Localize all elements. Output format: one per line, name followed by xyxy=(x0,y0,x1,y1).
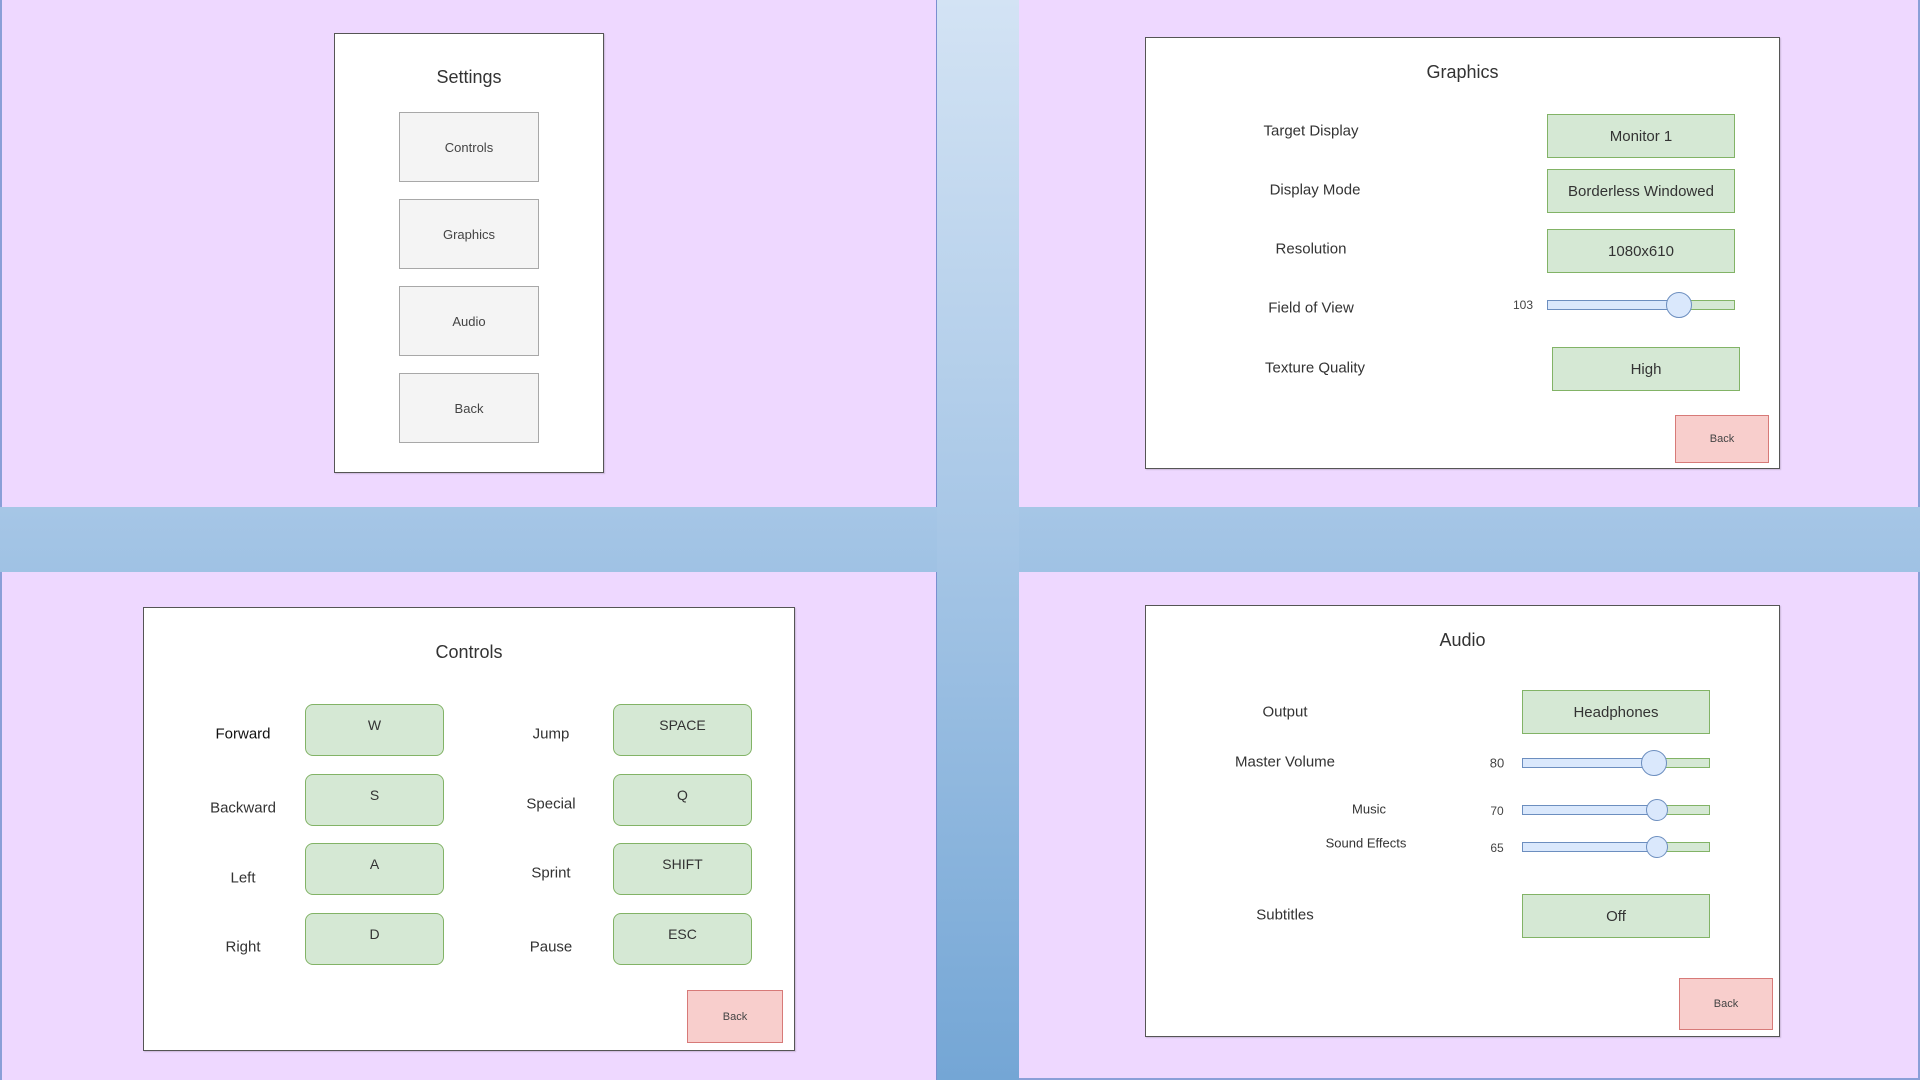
field-of-view-value: 103 xyxy=(1512,298,1534,312)
backward-key: S xyxy=(369,787,380,803)
graphics-title: Graphics xyxy=(1426,62,1499,82)
texture-quality-select[interactable]: High xyxy=(1552,347,1740,391)
resolution-select[interactable]: 1080x610 xyxy=(1547,229,1735,273)
graphics-back-button-label: Back xyxy=(1709,433,1735,445)
texture-quality-label: Texture Quality xyxy=(1264,359,1366,377)
sound-effects-label: Sound Effects xyxy=(1325,835,1407,851)
special-key-button[interactable]: Q xyxy=(613,774,752,826)
resolution-label: Resolution xyxy=(1275,240,1347,258)
forward-key-button[interactable]: W xyxy=(305,704,444,756)
master-volume-value: 80 xyxy=(1489,755,1505,771)
forward-label: Forward xyxy=(215,725,271,743)
controls-title: Controls xyxy=(435,642,503,662)
audio-back-button[interactable]: Back xyxy=(1679,978,1773,1030)
sound-effects-slider-thumb[interactable] xyxy=(1646,836,1669,858)
display-mode-label: Display Mode xyxy=(1269,181,1361,199)
controls-button[interactable]: Controls xyxy=(399,112,539,182)
output-select[interactable]: Headphones xyxy=(1522,690,1710,734)
jump-key: SPACE xyxy=(659,717,706,733)
music-value: 70 xyxy=(1490,804,1504,818)
controls-back-button[interactable]: Back xyxy=(687,990,783,1043)
special-label: Special xyxy=(526,795,576,813)
field-of-view-slider[interactable] xyxy=(1547,292,1735,318)
controls-panel: Controls Forward W Backward S Left A Rig… xyxy=(143,607,795,1051)
music-slider[interactable] xyxy=(1522,799,1710,821)
subtitles-label: Subtitles xyxy=(1256,906,1314,924)
settings-title: Settings xyxy=(436,67,502,87)
audio-panel: Audio Output Headphones Master Volume 80… xyxy=(1145,605,1780,1037)
sound-effects-value: 65 xyxy=(1490,841,1504,855)
backward-label: Backward xyxy=(210,799,276,817)
sprint-key-button[interactable]: SHIFT xyxy=(613,843,752,895)
target-display-select[interactable]: Monitor 1 xyxy=(1547,114,1735,158)
jump-label: Jump xyxy=(532,725,570,743)
left-label: Left xyxy=(230,869,256,887)
vertical-divider xyxy=(937,0,1019,1080)
music-label: Music xyxy=(1352,801,1386,817)
pause-key: ESC xyxy=(668,926,697,942)
forward-key: W xyxy=(367,717,382,733)
backward-key-button[interactable]: S xyxy=(305,774,444,826)
special-key: Q xyxy=(677,787,688,803)
audio-button-label: Audio xyxy=(452,313,486,329)
left-key: A xyxy=(369,856,380,872)
pause-label: Pause xyxy=(529,938,573,956)
master-volume-slider[interactable] xyxy=(1522,750,1710,776)
audio-title: Audio xyxy=(1439,630,1486,650)
graphics-back-button[interactable]: Back xyxy=(1675,415,1769,463)
settings-back-button[interactable]: Back xyxy=(399,373,539,443)
subtitles-toggle[interactable]: Off xyxy=(1522,894,1710,938)
audio-button[interactable]: Audio xyxy=(399,286,539,356)
settings-back-button-label: Back xyxy=(454,400,484,416)
display-mode-select[interactable]: Borderless Windowed xyxy=(1547,169,1735,213)
texture-quality-value: High xyxy=(1630,360,1662,378)
sprint-label: Sprint xyxy=(531,864,571,882)
controls-back-button-label: Back xyxy=(722,1010,748,1023)
output-value: Headphones xyxy=(1573,703,1659,721)
subtitles-value: Off xyxy=(1606,907,1626,925)
master-volume-slider-thumb[interactable] xyxy=(1640,750,1667,776)
pause-key-button[interactable]: ESC xyxy=(613,913,752,965)
right-key-button[interactable]: D xyxy=(305,913,444,965)
controls-button-label: Controls xyxy=(444,139,494,155)
right-key: D xyxy=(369,926,380,942)
sprint-key: SHIFT xyxy=(662,856,703,872)
graphics-button[interactable]: Graphics xyxy=(399,199,539,269)
left-key-button[interactable]: A xyxy=(305,843,444,895)
graphics-button-label: Graphics xyxy=(442,226,496,242)
settings-panel: Settings Controls Graphics Audio Back xyxy=(334,33,604,473)
resolution-value: 1080x610 xyxy=(1608,242,1674,260)
sound-effects-slider[interactable] xyxy=(1522,836,1710,858)
target-display-label: Target Display xyxy=(1263,122,1359,140)
display-mode-value: Borderless Windowed xyxy=(1568,182,1714,200)
graphics-panel: Graphics Target Display Monitor 1 Displa… xyxy=(1145,37,1780,469)
jump-key-button[interactable]: SPACE xyxy=(613,704,752,756)
field-of-view-label: Field of View xyxy=(1268,299,1354,317)
master-volume-label: Master Volume xyxy=(1234,753,1336,771)
output-label: Output xyxy=(1262,703,1308,721)
music-slider-thumb[interactable] xyxy=(1646,799,1669,821)
right-label: Right xyxy=(225,938,261,956)
field-of-view-slider-thumb[interactable] xyxy=(1665,292,1692,318)
audio-back-button-label: Back xyxy=(1713,998,1739,1010)
target-display-value: Monitor 1 xyxy=(1609,127,1673,145)
